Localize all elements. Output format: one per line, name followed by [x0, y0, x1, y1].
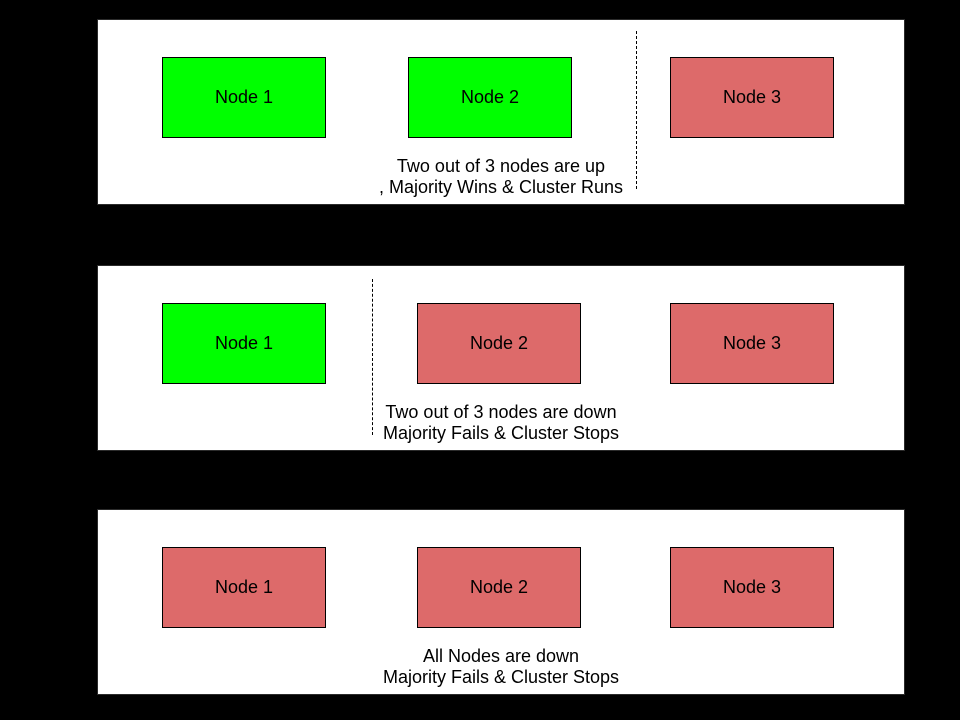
caption-line-1: Two out of 3 nodes are up [396, 156, 606, 176]
scenario-panel-two-nodes-down: Node 1 Node 2 Node 3 Two out of 3 nodes … [97, 265, 905, 451]
node-2-label: Node 2 [460, 87, 520, 107]
node-3-label: Node 3 [722, 577, 782, 597]
node-1-label: Node 1 [214, 87, 274, 107]
caption-line-2: Majority Fails & Cluster Stops [382, 667, 620, 687]
node-3-label: Node 3 [722, 333, 782, 353]
node-1-box: Node 1 [162, 57, 326, 138]
partition-dashed-line [372, 279, 373, 435]
scenario-panel-two-nodes-up: Node 1 Node 2 Node 3 Two out of 3 nodes … [97, 19, 905, 205]
node-1-label: Node 1 [214, 333, 274, 353]
scenario-panel-all-nodes-down: Node 1 Node 2 Node 3 All Nodes are down … [97, 509, 905, 695]
node-3-box: Node 3 [670, 303, 834, 384]
caption-line-2: , Majority Wins & Cluster Runs [378, 177, 624, 197]
node-1-box: Node 1 [162, 303, 326, 384]
node-3-box: Node 3 [670, 57, 834, 138]
node-1-label: Node 1 [214, 577, 274, 597]
partition-dashed-line [636, 31, 637, 189]
node-1-box: Node 1 [162, 547, 326, 628]
node-3-box: Node 3 [670, 547, 834, 628]
node-3-label: Node 3 [722, 87, 782, 107]
panel-caption: Two out of 3 nodes are up , Majority Win… [98, 156, 904, 198]
caption-line-1: Two out of 3 nodes are down [385, 402, 617, 422]
caption-line-1: All Nodes are down [422, 646, 580, 666]
node-2-label: Node 2 [469, 333, 529, 353]
node-2-box: Node 2 [417, 547, 581, 628]
node-2-box: Node 2 [408, 57, 572, 138]
caption-line-2: Majority Fails & Cluster Stops [382, 423, 620, 443]
panel-caption: Two out of 3 nodes are down Majority Fai… [98, 402, 904, 444]
panel-caption: All Nodes are down Majority Fails & Clus… [98, 646, 904, 688]
node-2-box: Node 2 [417, 303, 581, 384]
node-2-label: Node 2 [469, 577, 529, 597]
